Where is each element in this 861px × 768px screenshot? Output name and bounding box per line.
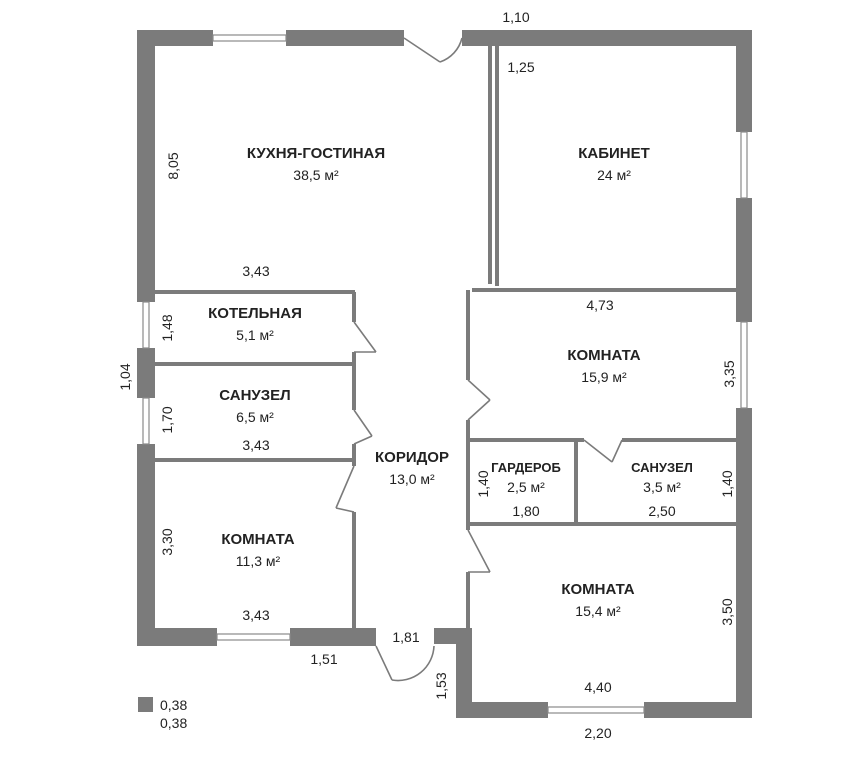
dim-room-bottom-width: 4,40 bbox=[584, 679, 611, 695]
dim-study-corner: 1,25 bbox=[507, 59, 534, 75]
dim-entrance-width: 1,81 bbox=[392, 629, 419, 645]
windows bbox=[142, 34, 748, 714]
window-room-bottom bbox=[547, 706, 645, 714]
bath2-area: 3,5 м² bbox=[643, 479, 681, 495]
door-room-right bbox=[467, 379, 491, 421]
dim-kitchen-height: 8,05 bbox=[165, 152, 181, 179]
legend: 0,38 0,38 bbox=[138, 697, 187, 731]
window-room-right bbox=[740, 321, 748, 409]
window-left-boiler bbox=[142, 301, 150, 349]
wall-study-right-2 bbox=[736, 198, 752, 322]
window-kitchen-top bbox=[212, 34, 287, 42]
exterior-walls bbox=[137, 30, 752, 718]
legend-value-b: 0,38 bbox=[160, 715, 187, 731]
interior-walls bbox=[155, 46, 740, 630]
dim-bath1-width: 3,43 bbox=[242, 437, 269, 453]
dim-bath2-width: 2,50 bbox=[648, 503, 675, 519]
wall-top-3 bbox=[462, 30, 752, 46]
dim-entrance-left: 1,51 bbox=[310, 651, 337, 667]
wall-bottom-left-1 bbox=[137, 628, 217, 646]
door-bath1 bbox=[353, 409, 373, 445]
wardrobe-area: 2,5 м² bbox=[507, 479, 545, 495]
wall-top-2 bbox=[286, 30, 404, 46]
room-bottom-name: КОМНАТА bbox=[561, 581, 634, 598]
bath2-name: САНУЗЕЛ bbox=[631, 460, 693, 475]
wall-study-right-1 bbox=[736, 30, 752, 132]
kitchen-name: КУХНЯ-ГОСТИНАЯ bbox=[247, 145, 385, 162]
corridor-area: 13,0 м² bbox=[389, 471, 435, 487]
door-entrance bbox=[375, 645, 435, 682]
window-left-bath bbox=[142, 397, 150, 445]
boiler-name: КОТЕЛЬНАЯ bbox=[208, 305, 302, 322]
room-labels: КУХНЯ-ГОСТИНАЯ 38,5 м² КАБИНЕТ 24 м² КОТ… bbox=[208, 145, 693, 619]
window-study-right bbox=[740, 131, 748, 199]
boiler-area: 5,1 м² bbox=[236, 327, 274, 343]
wall-top-1 bbox=[137, 30, 213, 46]
wall-entrance-right bbox=[456, 628, 472, 718]
room-left-name: КОМНАТА bbox=[221, 531, 294, 548]
wall-bottom-left-2 bbox=[290, 628, 376, 646]
dim-room-left-width: 3,43 bbox=[242, 607, 269, 623]
study-name: КАБИНЕТ bbox=[578, 145, 650, 162]
bath1-area: 6,5 м² bbox=[236, 409, 274, 425]
wall-room-right bbox=[736, 408, 752, 718]
room-left-area: 11,3 м² bbox=[236, 553, 281, 569]
wall-bottom-right-2 bbox=[644, 702, 752, 718]
dim-room-left-height: 3,30 bbox=[159, 528, 175, 555]
dim-left-window: 1,04 bbox=[117, 363, 133, 390]
dimension-labels: 1,10 1,25 8,05 3,43 1,48 1,04 1,70 3,43 … bbox=[117, 9, 737, 741]
dim-wardrobe-height: 1,40 bbox=[475, 470, 491, 497]
study-area: 24 м² bbox=[597, 167, 631, 183]
wall-entrance-top bbox=[434, 628, 472, 644]
dim-bath2-height: 1,40 bbox=[719, 470, 735, 497]
dim-entrance-depth: 1,53 bbox=[433, 672, 449, 699]
dim-room-bottom-height: 3,50 bbox=[719, 598, 735, 625]
bath1-name: САНУЗЕЛ bbox=[219, 387, 290, 404]
window-room-left-bottom bbox=[216, 633, 291, 641]
door-room-bottom bbox=[467, 529, 491, 573]
door-kitchen-outside bbox=[403, 37, 463, 63]
legend-wall-swatch bbox=[138, 697, 153, 712]
door-room-left bbox=[335, 465, 355, 513]
door-bath2 bbox=[583, 439, 623, 463]
room-bottom-area: 15,4 м² bbox=[575, 603, 621, 619]
dim-room-right-height: 3,35 bbox=[721, 360, 737, 387]
door-boiler bbox=[353, 321, 377, 353]
dim-wardrobe-width: 1,80 bbox=[512, 503, 539, 519]
dim-boiler-height: 1,48 bbox=[159, 314, 175, 341]
doors bbox=[335, 37, 623, 682]
kitchen-area: 38,5 м² bbox=[293, 167, 339, 183]
legend-value-a: 0,38 bbox=[160, 697, 187, 713]
dim-kitchen-width: 3,43 bbox=[242, 263, 269, 279]
dim-bottom-window: 2,20 bbox=[584, 725, 611, 741]
corridor-name: КОРИДОР bbox=[375, 449, 449, 466]
room-right-area: 15,9 м² bbox=[581, 369, 627, 385]
dim-room-right-top: 4,73 bbox=[586, 297, 613, 313]
dim-bath1-height: 1,70 bbox=[159, 406, 175, 433]
wall-left-room bbox=[137, 444, 155, 646]
wall-kitchen-left bbox=[137, 30, 155, 302]
room-right-name: КОМНАТА bbox=[567, 347, 640, 364]
wardrobe-name: ГАРДЕРОБ bbox=[491, 460, 561, 475]
wall-bottom-right-1 bbox=[456, 702, 548, 718]
wall-left-mid bbox=[137, 348, 155, 398]
dim-top-gap: 1,10 bbox=[502, 9, 529, 25]
